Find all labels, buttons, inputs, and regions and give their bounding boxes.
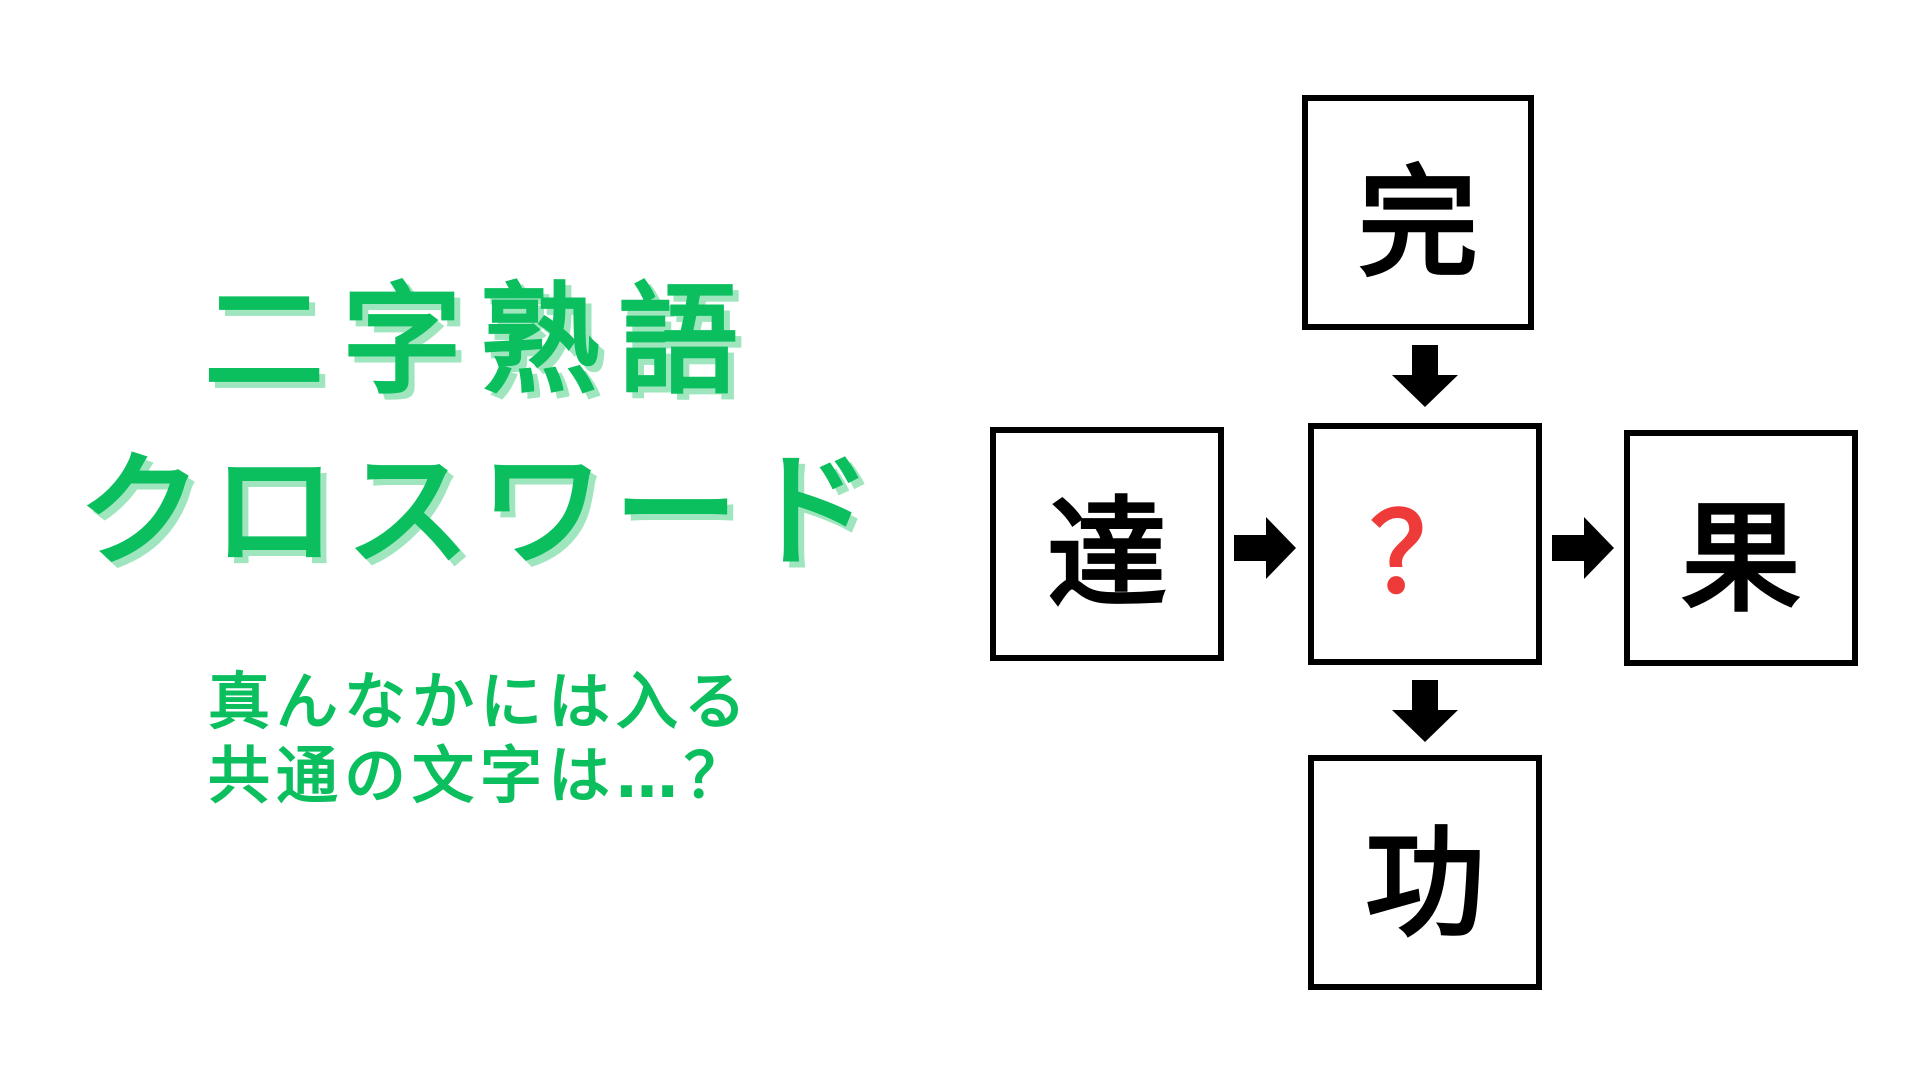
title-line-1: 二字熟語 (204, 272, 756, 411)
right-kanji-box: 果 (1624, 430, 1858, 666)
top-kanji: 完 (1358, 154, 1478, 294)
arrow-right-icon (1234, 517, 1296, 579)
left-kanji-box: 達 (990, 427, 1224, 661)
bottom-kanji-box: 功 (1308, 755, 1542, 990)
instruction-line-1: 真んなかには入る (207, 665, 752, 738)
question-mark: ？ (1370, 490, 1480, 618)
right-kanji: 果 (1681, 490, 1801, 629)
top-kanji-box: 完 (1302, 95, 1534, 330)
left-kanji: 達 (1047, 486, 1167, 625)
arrow-right-icon (1552, 517, 1614, 579)
title-line-2: クロスワード (77, 440, 882, 584)
center-answer-box: ？ (1308, 423, 1542, 665)
instruction-line-2: 共通の文字は…？ (207, 739, 752, 812)
arrow-down-icon (1392, 680, 1458, 742)
bottom-kanji: 功 (1365, 814, 1485, 954)
arrow-down-icon (1392, 345, 1458, 407)
